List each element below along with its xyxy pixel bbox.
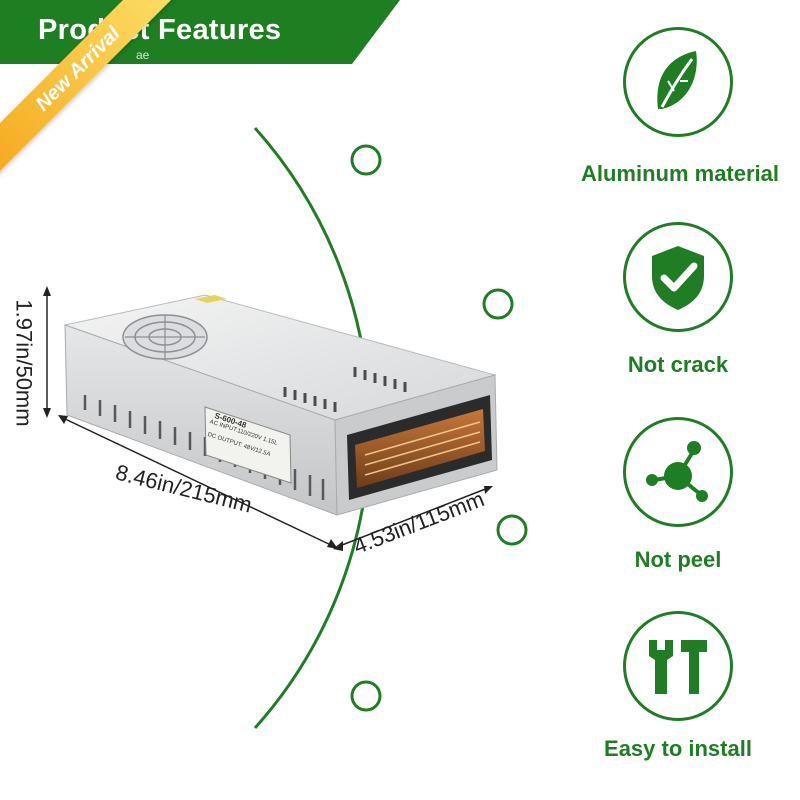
- arc-node: [350, 680, 382, 712]
- feature-not-peel-label: Not peel: [634, 547, 722, 572]
- header-banner: [0, 0, 400, 64]
- molecule-icon: [646, 441, 708, 502]
- power-supply-image: [63, 294, 498, 516]
- page-title: Product Features: [38, 14, 282, 46]
- tools-icon: [649, 640, 707, 694]
- arc-node: [482, 288, 514, 320]
- feature-aluminum-circle: [623, 27, 733, 137]
- feature-not-crack-label: Not crack: [627, 352, 729, 377]
- dimension-height: 1.97in/50mm: [11, 299, 37, 427]
- leaf-icon: [657, 51, 697, 109]
- feature-easy-install-label: Easy to install: [604, 736, 752, 761]
- page-subtitle: ae: [136, 48, 150, 62]
- feature-not-crack-circle: [623, 222, 733, 332]
- feature-easy-install-circle: [623, 611, 733, 721]
- ribbon-label: New Arrival: [0, 0, 190, 181]
- new-arrival-ribbon: New Arrival: [0, 0, 220, 220]
- arc-node: [350, 144, 382, 176]
- feature-aluminum-label: Aluminum material: [580, 161, 780, 186]
- feature-not-peel-circle: [623, 417, 733, 527]
- arc-node: [496, 514, 528, 546]
- shield-check-icon: [652, 246, 704, 310]
